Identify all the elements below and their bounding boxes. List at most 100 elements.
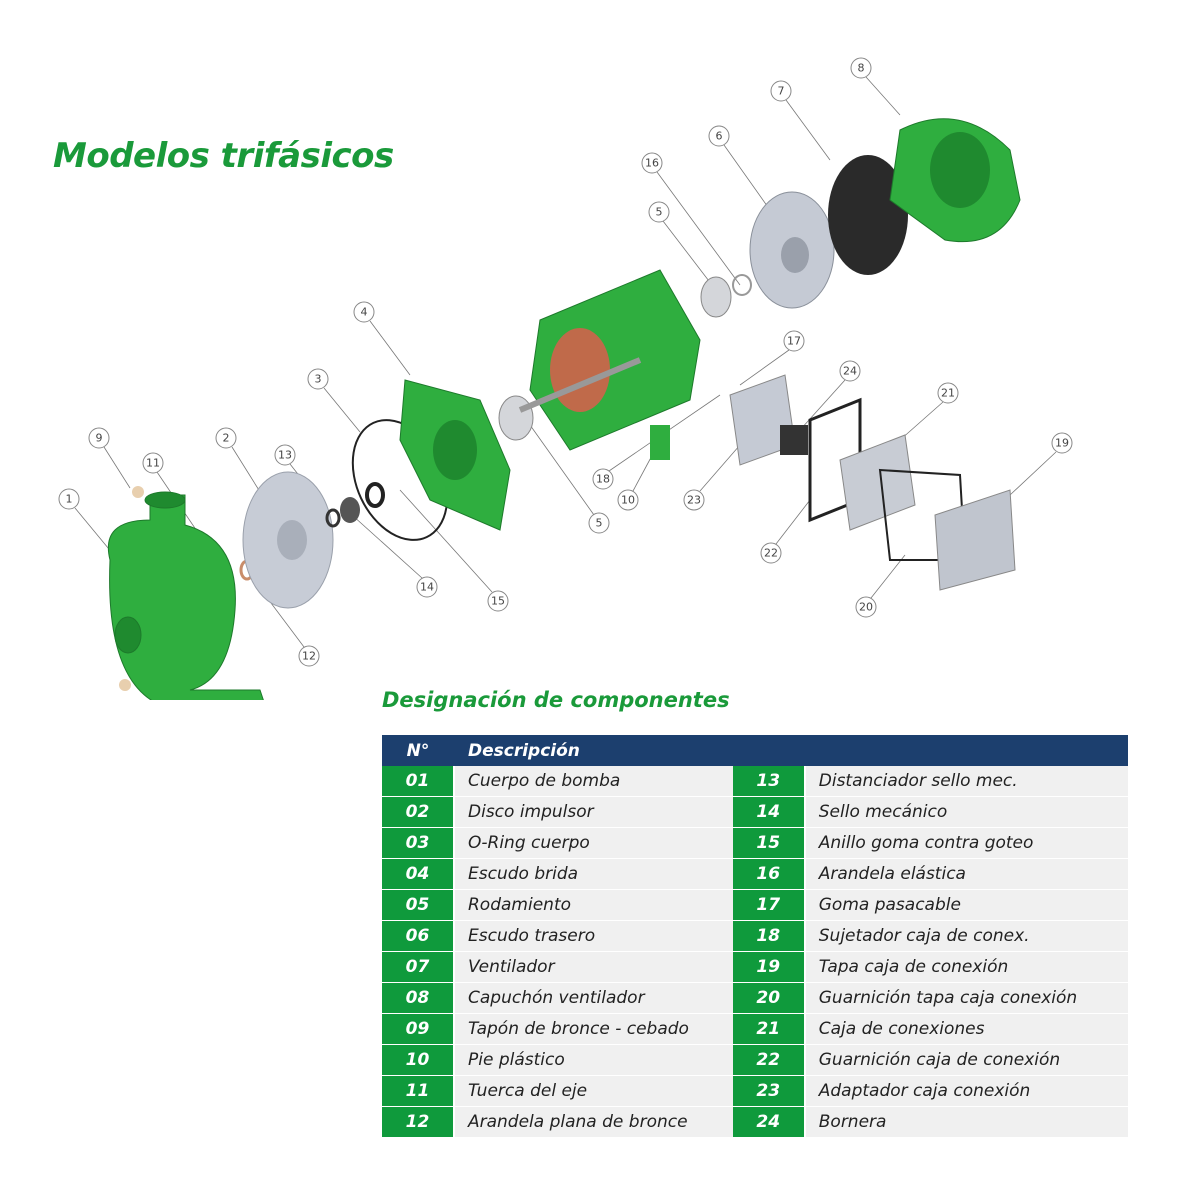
callout-number: 17 <box>787 335 801 348</box>
component-description: Ventilador <box>454 951 733 983</box>
component-description: Guarnición caja de conexión <box>804 1044 1128 1076</box>
callout-number: 18 <box>596 473 610 486</box>
page-title: Modelos trifásicos <box>53 136 394 176</box>
component-number: 15 <box>732 827 806 859</box>
callout-15: 15 <box>487 590 509 612</box>
callout-number: 10 <box>621 494 635 507</box>
component-description: Adaptador caja conexión <box>804 1075 1128 1107</box>
callout-number: 20 <box>859 601 873 614</box>
callout-number: 14 <box>420 581 434 594</box>
terminal-block <box>780 425 808 455</box>
component-number: 11 <box>382 1075 455 1107</box>
header-number: N° <box>382 735 454 766</box>
component-description: Escudo trasero <box>454 920 733 952</box>
component-description: Capuchón ventilador <box>454 982 733 1014</box>
box-cover <box>934 489 1016 591</box>
component-number: 10 <box>382 1044 455 1076</box>
bearing <box>498 395 534 441</box>
component-number: 08 <box>382 982 455 1014</box>
callout-number: 21 <box>941 387 955 400</box>
callout-11: 11 <box>142 452 164 474</box>
callout-number: 16 <box>645 157 659 170</box>
impeller-disc <box>242 471 334 609</box>
connection-box <box>839 434 916 531</box>
component-number: 17 <box>732 889 806 921</box>
callout-1: 1 <box>58 488 80 510</box>
component-description: Arandela elástica <box>804 858 1128 890</box>
component-description: Distanciador sello mec. <box>804 766 1128 797</box>
callout-13: 13 <box>274 444 296 466</box>
component-number: 18 <box>732 920 806 952</box>
callout-3: 3 <box>307 368 329 390</box>
component-number: 06 <box>382 920 455 952</box>
callout-10: 10 <box>617 489 639 511</box>
component-number: 01 <box>382 766 455 797</box>
callout-number: 22 <box>764 547 778 560</box>
callout-23: 23 <box>683 489 705 511</box>
component-description: Sello mecánico <box>804 796 1128 828</box>
component-description: Rodamiento <box>454 889 733 921</box>
plastic-foot <box>650 425 670 460</box>
motor-stator <box>518 269 701 451</box>
component-number: 07 <box>382 951 455 983</box>
callout-number: 13 <box>278 449 292 462</box>
callout-7: 7 <box>770 80 792 102</box>
component-number: 16 <box>732 858 806 890</box>
callout-4: 4 <box>353 301 375 323</box>
callout-number: 11 <box>146 457 160 470</box>
component-description: O-Ring cuerpo <box>454 827 733 859</box>
header-description: Descripción <box>454 735 1128 766</box>
component-number: 03 <box>382 827 455 859</box>
fan <box>828 155 908 275</box>
component-description: Sujetador caja de conex. <box>804 920 1128 952</box>
component-description: Tuerca del eje <box>454 1075 733 1107</box>
callout-number: 7 <box>778 85 785 98</box>
section-subtitle: Designación de componentes <box>382 688 730 712</box>
callout-number: 6 <box>716 130 723 143</box>
component-number: 22 <box>732 1044 806 1076</box>
component-description: Tapa caja de conexión <box>804 951 1128 983</box>
callout-number: 5 <box>596 517 603 530</box>
component-number: 13 <box>732 766 806 797</box>
callout-5: 5 <box>588 512 610 534</box>
callout-number: 8 <box>858 62 865 75</box>
callout-number: 3 <box>315 373 322 386</box>
callout-5: 5 <box>648 201 670 223</box>
callout-6: 6 <box>708 125 730 147</box>
callout-number: 9 <box>96 432 103 445</box>
callout-19: 19 <box>1051 432 1073 454</box>
component-description: Disco impulsor <box>454 796 733 828</box>
callout-12: 12 <box>298 645 320 667</box>
component-description: Cuerpo de bomba <box>454 766 733 797</box>
component-number: 20 <box>732 982 806 1014</box>
brass-plug <box>132 486 144 498</box>
callout-21: 21 <box>937 382 959 404</box>
component-number: 05 <box>382 889 455 921</box>
component-number: 23 <box>732 1075 806 1107</box>
flange-shield <box>399 379 511 531</box>
component-description: Escudo brida <box>454 858 733 890</box>
callout-number: 5 <box>656 206 663 219</box>
callout-14: 14 <box>416 576 438 598</box>
callout-number: 1 <box>66 493 73 506</box>
callout-number: 19 <box>1055 437 1069 450</box>
callout-16: 16 <box>641 152 663 174</box>
component-number: 04 <box>382 858 455 890</box>
component-number: 12 <box>382 1106 455 1138</box>
component-description: Caja de conexiones <box>804 1013 1128 1045</box>
component-number: 09 <box>382 1013 455 1045</box>
brass-plug <box>119 679 131 691</box>
component-description: Bornera <box>804 1106 1128 1138</box>
